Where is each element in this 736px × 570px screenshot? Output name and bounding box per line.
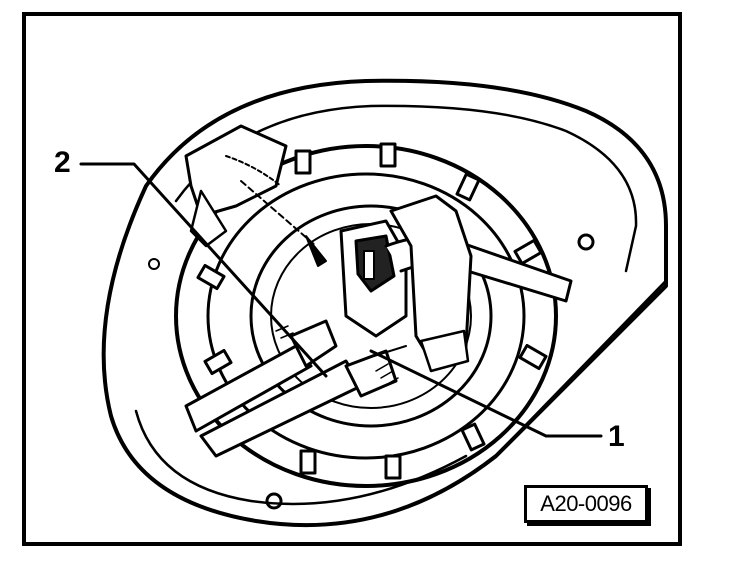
mounting-hole-upper: [577, 233, 595, 251]
fuel-lines: [184, 319, 407, 458]
bracket-left: [184, 124, 288, 218]
mounting-hole-lower: [265, 492, 283, 510]
illustration-frame: 2 1 A20-0096: [22, 12, 682, 546]
figure-reference-code: A20-0096: [540, 491, 632, 516]
locking-ring-outer: [174, 144, 558, 488]
locking-ring-lugs: [196, 142, 548, 480]
locking-ring-inner: [206, 172, 526, 460]
figure-reference-box: A20-0096: [524, 485, 648, 523]
leader-line-1: [369, 349, 603, 438]
fuel-pump-flange-illustration: [79, 78, 668, 528]
callout-1-label: 1: [608, 420, 625, 453]
leader-line-2: [79, 162, 328, 378]
mounting-hole-left: [148, 258, 160, 270]
callout-2-label: 2: [54, 146, 71, 179]
